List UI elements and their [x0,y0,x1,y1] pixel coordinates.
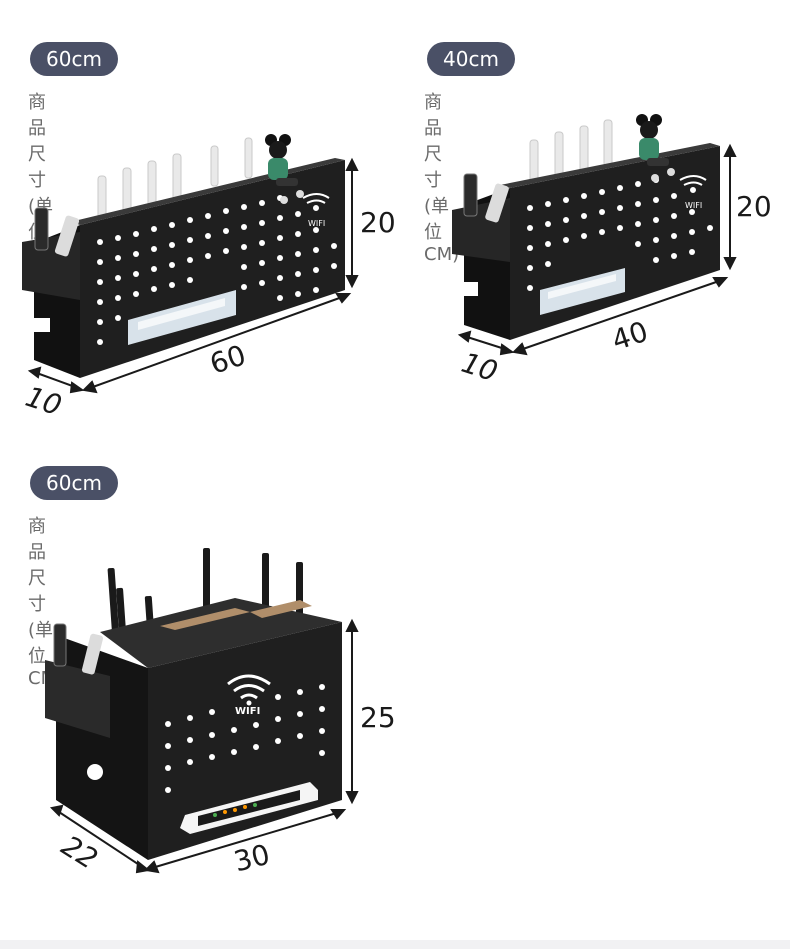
wifi-label: WIFI [308,219,325,228]
antenna-icon [97,137,253,223]
size-badge: 60cm款 [30,42,118,105]
wifi-label: WIFI [685,201,702,210]
router-lights [213,803,257,817]
dimension-caption: 商品尺寸(单位CM) [424,92,460,265]
remote-pocket [45,660,110,738]
remote-control-icon [34,207,80,257]
figurine-icon [265,134,304,204]
wifi-icon [227,674,271,706]
wifi-label: WIFI [235,706,260,717]
wifi-icon [302,193,330,211]
height-label: 20 [736,190,772,223]
wifi-icon [679,175,707,193]
remote-control-icon [53,623,103,675]
width-label: 30 [231,838,274,879]
footer-divider [0,940,790,949]
size-badge: 40cm款 [427,42,515,105]
remote-control-icon [463,173,509,223]
height-label: 25 [360,701,396,734]
ventilation-holes [165,684,325,793]
ventilation-holes [97,195,337,345]
height-label: 20 [360,206,396,239]
size-badge: 60cm款 [30,466,118,529]
figurine-icon [636,114,675,182]
